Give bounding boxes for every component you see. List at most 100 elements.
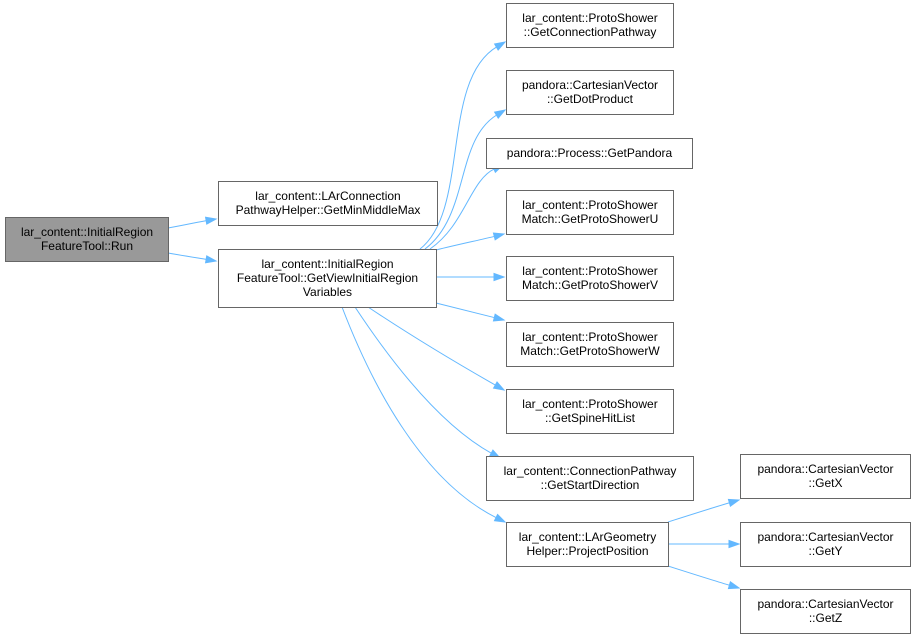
node-box <box>506 190 674 235</box>
node-label-line: Helper::ProjectPosition <box>526 544 648 558</box>
node-label-line: Match::GetProtoShowerU <box>522 212 659 226</box>
edge-arrowhead <box>492 232 506 241</box>
node-getstartdirection[interactable]: lar_content::ConnectionPathway::GetStart… <box>486 456 694 501</box>
edge-line <box>435 235 496 251</box>
edge-getviewinitialregionvariables-to-getpandora <box>429 164 505 250</box>
edge-line <box>354 306 493 455</box>
nodes-layer: lar_content::InitialRegionFeatureTool::R… <box>5 3 911 634</box>
edge-getviewinitialregionvariables-to-getprotoshowerw <box>435 302 506 322</box>
edge-arrowhead <box>493 109 507 120</box>
edge-arrowhead <box>727 498 741 507</box>
node-label-line: Match::GetProtoShowerW <box>520 344 660 358</box>
node-label-line: pandora::CartesianVector <box>522 78 658 92</box>
node-label-line: Variables <box>303 285 352 299</box>
node-box <box>506 70 674 115</box>
edge-line <box>667 502 731 523</box>
edge-line <box>167 219 208 229</box>
node-box <box>740 454 911 499</box>
node-getminmiddlemax[interactable]: lar_content::LArConnectionPathwayHelper:… <box>218 181 438 226</box>
node-getprotoshowerv[interactable]: lar_content::ProtoShowerMatch::GetProtoS… <box>506 256 674 301</box>
node-box <box>740 522 911 567</box>
edge-run-to-getviewinitialregionvariables <box>167 252 218 264</box>
edge-getviewinitialregionvariables-to-getprotoshoweru <box>435 232 506 251</box>
edge-line <box>167 252 208 261</box>
node-projectposition[interactable]: lar_content::LArGeometryHelper::ProjectP… <box>506 522 669 567</box>
edge-arrowhead <box>493 272 506 282</box>
edge-run-to-getminmiddlemax <box>167 216 218 229</box>
edge-getviewinitialregionvariables-to-getspinehitlist <box>367 306 506 391</box>
node-label-line: lar_content::InitialRegion <box>261 257 393 271</box>
node-label-line: lar_content::ProtoShower <box>522 198 657 212</box>
node-box <box>5 217 169 262</box>
node-label-line: ::GetSpineHitList <box>545 411 636 425</box>
node-label-line: Match::GetProtoShowerV <box>522 278 658 292</box>
node-label-line: ::GetDotProduct <box>547 92 634 106</box>
node-label-line: ::GetY <box>808 544 842 558</box>
node-getx[interactable]: pandora::CartesianVector::GetX <box>740 454 911 499</box>
edge-arrowhead <box>204 216 218 225</box>
edge-arrowhead <box>728 539 741 549</box>
node-box <box>506 389 674 434</box>
node-gety[interactable]: pandora::CartesianVector::GetY <box>740 522 911 567</box>
node-run: lar_content::InitialRegionFeatureTool::R… <box>5 217 169 262</box>
node-box <box>218 249 437 308</box>
edge-arrowhead <box>492 381 506 391</box>
edge-line <box>424 114 498 250</box>
node-label-line: ::GetZ <box>809 611 842 625</box>
node-getpandora[interactable]: pandora::Process::GetPandora <box>486 138 693 169</box>
node-label-line: lar_content::ProtoShower <box>522 330 657 344</box>
edge-line <box>341 306 498 519</box>
node-box <box>506 3 674 48</box>
node-label-line: lar_content::InitialRegion <box>21 225 153 239</box>
node-getconnectionpathway[interactable]: lar_content::ProtoShower::GetConnectionP… <box>506 3 674 48</box>
edge-arrowhead <box>727 581 741 590</box>
node-getprotoshowerw[interactable]: lar_content::ProtoShowerMatch::GetProtoS… <box>506 322 674 367</box>
edge-getviewinitialregionvariables-to-getconnectionpathway <box>419 41 507 250</box>
node-label-line: ::GetConnectionPathway <box>524 25 657 39</box>
edge-line <box>367 306 497 386</box>
edge-getviewinitialregionvariables-to-getstartdirection <box>354 306 502 459</box>
node-label-line: lar_content::ProtoShower <box>522 397 657 411</box>
node-box <box>218 181 438 226</box>
node-label-line: pandora::CartesianVector <box>757 530 893 544</box>
node-getspinehitlist[interactable]: lar_content::ProtoShower::GetSpineHitLis… <box>506 389 674 434</box>
node-label-line: PathwayHelper::GetMinMiddleMax <box>236 203 421 217</box>
edge-getviewinitialregionvariables-to-getprotoshowerv <box>436 272 506 282</box>
edge-getviewinitialregionvariables-to-projectposition <box>341 306 507 523</box>
node-label-line: ::GetX <box>808 476 842 490</box>
edge-arrowhead <box>493 513 507 523</box>
edge-line <box>435 302 496 319</box>
node-label-line: ::GetStartDirection <box>541 478 640 492</box>
node-label-line: lar_content::ConnectionPathway <box>504 464 677 478</box>
node-getviewinitialregionvariables[interactable]: lar_content::InitialRegionFeatureTool::G… <box>218 249 437 308</box>
node-box <box>740 589 911 634</box>
edge-line <box>429 168 496 250</box>
edge-arrowhead <box>492 313 506 322</box>
node-label-line: lar_content::LArConnection <box>255 189 400 203</box>
node-getprotoshoweru[interactable]: lar_content::ProtoShowerMatch::GetProtoS… <box>506 190 674 235</box>
edge-arrowhead <box>204 255 218 264</box>
node-label-line: lar_content::ProtoShower <box>522 11 657 25</box>
node-box <box>486 138 693 169</box>
node-label-line: pandora::Process::GetPandora <box>507 146 673 160</box>
node-label-line: FeatureTool::Run <box>41 239 133 253</box>
node-box <box>506 522 669 567</box>
edge-line <box>419 46 498 250</box>
node-label-line: pandora::CartesianVector <box>757 597 893 611</box>
node-box <box>506 322 674 367</box>
node-getz[interactable]: pandora::CartesianVector::GetZ <box>740 589 911 634</box>
edge-projectposition-to-getx <box>667 498 741 523</box>
node-label-line: lar_content::LArGeometry <box>519 530 656 544</box>
node-label-line: lar_content::ProtoShower <box>522 264 657 278</box>
node-label-line: FeatureTool::GetViewInitialRegion <box>237 271 418 285</box>
edge-projectposition-to-getz <box>667 565 741 590</box>
node-box <box>506 256 674 301</box>
edge-arrowhead <box>493 41 507 51</box>
node-getdotproduct[interactable]: pandora::CartesianVector::GetDotProduct <box>506 70 674 115</box>
node-box <box>486 456 694 501</box>
node-label-line: pandora::CartesianVector <box>757 462 893 476</box>
edge-projectposition-to-gety <box>668 539 741 549</box>
edge-line <box>667 565 731 586</box>
edge-getviewinitialregionvariables-to-getdotproduct <box>424 109 507 250</box>
